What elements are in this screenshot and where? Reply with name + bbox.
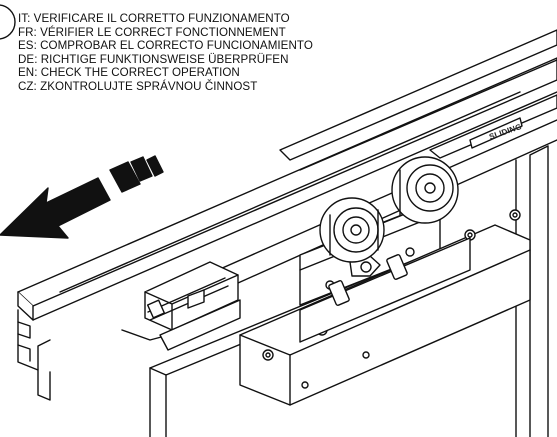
top-clip-bar — [429, 94, 557, 159]
instruction-fr: FR: VÉRIFIER LE CORRECT FONCTIONNEMENT — [18, 25, 286, 39]
door-bracket-rear — [299, 237, 471, 343]
rear-rail — [279, 29, 557, 171]
instruction-en: EN: CHECK THE CORRECT OPERATION — [18, 66, 240, 80]
wheel-right — [391, 156, 459, 224]
instruction-es: ES: COMPROBAR EL CORRECTO FUNCIONAMIENTO — [18, 39, 313, 53]
instruction-list: IT: VERIFICARE IL CORRETTO FUNZIONAMENTO… — [18, 12, 313, 94]
step-number-badge — [0, 4, 16, 40]
instruction-it: IT: VERIFICARE IL CORRETTO FUNZIONAMENTO — [18, 12, 290, 25]
dashed-arrow-left-icon — [0, 155, 164, 239]
instruction-de: DE: RICHTIGE FUNKTIONSWEISE ÜBERPRÜFEN — [18, 52, 289, 66]
end-stop-damper — [121, 261, 241, 351]
instruction-cz: CZ: ZKONTROLUJTE SPRÁVNOU ČINNOST — [18, 79, 258, 93]
wheel-left — [319, 197, 385, 263]
